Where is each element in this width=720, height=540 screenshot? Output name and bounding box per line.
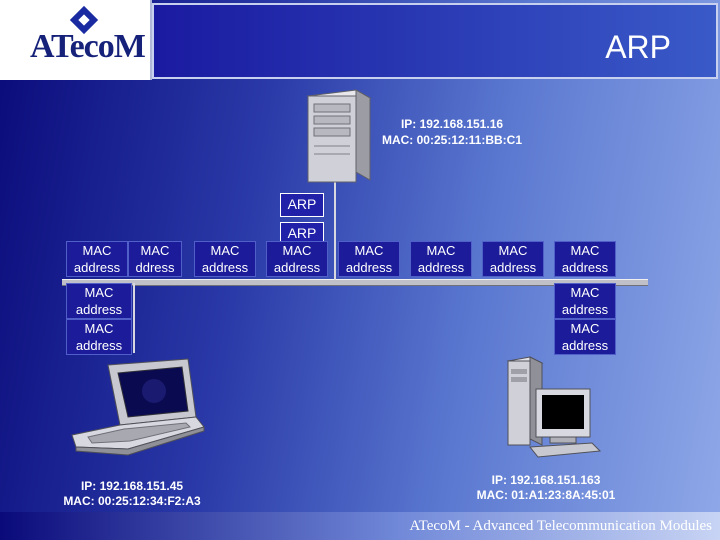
arp-box-2: ARP xyxy=(280,222,324,244)
server-ip: IP: 192.168.151.16 xyxy=(400,117,504,131)
desktop-pc-icon xyxy=(506,356,602,458)
footer-text: ATecoM - Advanced Telecommunication Modu… xyxy=(409,518,712,534)
page-title: ARP xyxy=(605,29,671,65)
network-bus xyxy=(62,279,648,286)
logo-area: ATecoM xyxy=(0,0,152,80)
laptop-mac: MAC: 00:25:12:34:F2:A3 xyxy=(63,494,201,508)
logo-text: ATecoM xyxy=(30,28,146,65)
title-bar: ARP xyxy=(152,3,718,79)
desktop-ip: IP: 192.168.151.163 xyxy=(491,473,601,487)
laptop-drop-line xyxy=(133,283,135,353)
laptop-ip: IP: 192.168.151.45 xyxy=(80,479,184,493)
server-drop-line xyxy=(334,175,336,280)
server-mac: MAC: 00:25:12:11:BB:C1 xyxy=(381,133,523,147)
laptop-icon xyxy=(71,358,205,456)
server-icon xyxy=(306,89,372,183)
arp-box-1: ARP xyxy=(280,193,324,217)
footer-bar: ATecoM - Advanced Telecommunication Modu… xyxy=(0,512,720,540)
desktop-mac: MAC: 01:A1:23:8A:45:01 xyxy=(476,488,616,502)
